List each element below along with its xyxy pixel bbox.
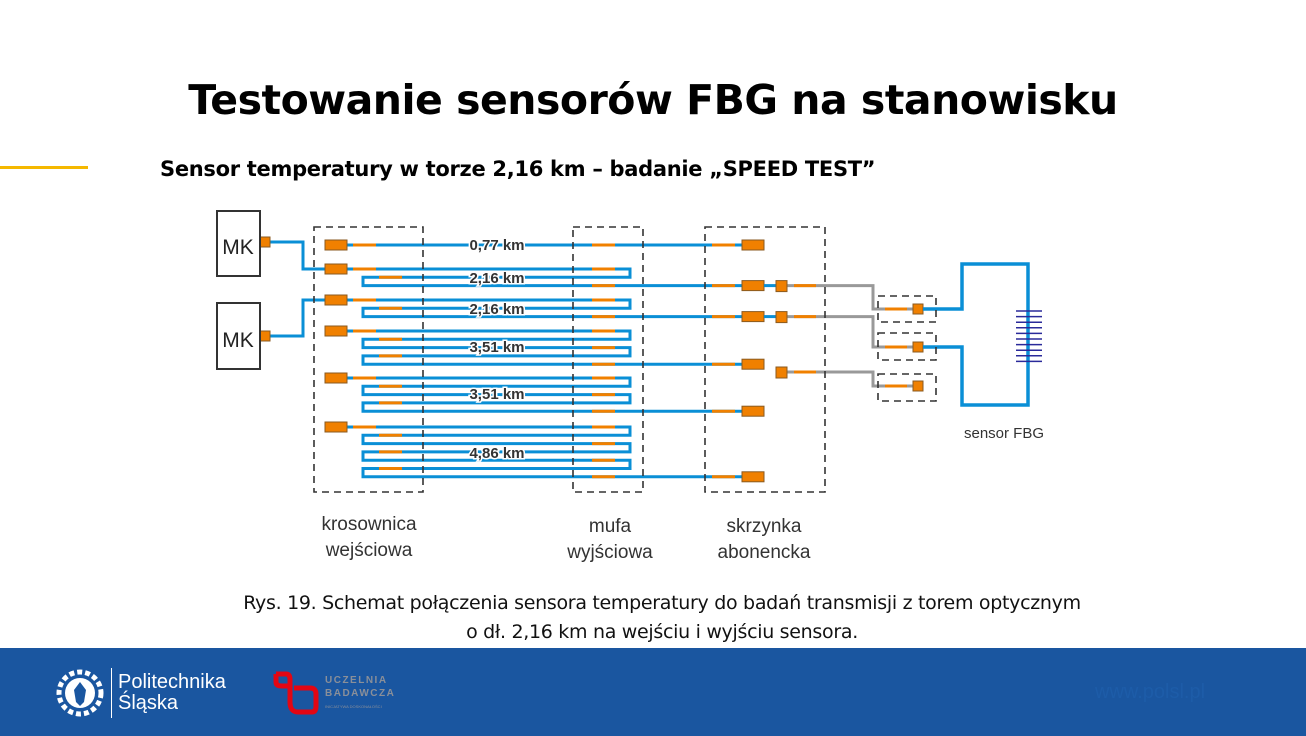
mk-box xyxy=(216,302,261,370)
krosownica-label: krosownica xyxy=(321,514,416,535)
fiber-route xyxy=(347,267,742,288)
output-connector xyxy=(741,358,765,370)
website-link[interactable]: www.polsl.pl xyxy=(1095,681,1206,703)
fiber-mk1 xyxy=(270,240,325,271)
adapter-connector xyxy=(912,341,924,353)
patch-connector xyxy=(775,280,788,293)
output-connector xyxy=(741,471,765,483)
patch-connector xyxy=(775,366,788,379)
krosownica-label: wejściowa xyxy=(325,540,413,561)
fiber-route xyxy=(347,425,742,479)
patch-cord xyxy=(787,284,913,311)
input-connector xyxy=(324,294,348,306)
krosownica-box xyxy=(313,226,424,493)
adapter-box xyxy=(877,332,937,361)
patch-cord xyxy=(787,315,913,349)
output-connector xyxy=(741,280,765,292)
sensor-fiber-loop xyxy=(923,262,1030,407)
logo-line: BADAWCZA xyxy=(325,688,396,699)
university-emblem-icon xyxy=(56,669,104,717)
mufa-label: wyjściowa xyxy=(566,542,653,563)
adapter-box xyxy=(877,373,937,402)
logo-line: Śląska xyxy=(118,692,179,714)
fiber-route xyxy=(347,298,742,319)
footer: Politechnika Śląska UCZELNIA BADAWCZA IN… xyxy=(0,648,1306,736)
slide-subtitle: Sensor temperatury w torze 2,16 km – bad… xyxy=(160,157,876,181)
mk-connector xyxy=(259,330,271,342)
skrzynka-label: abonencka xyxy=(718,542,811,563)
research-university-text: UCZELNIA BADAWCZA INICJATYWA DOSKONAŁOŚC… xyxy=(325,674,395,713)
connection-diagram: MK MK 0,77 km 2,16 km 2,16 km 3,51 km 3,51 k… xyxy=(216,210,1044,563)
route-length-label: 0,77 km xyxy=(469,237,524,254)
adapter-connector xyxy=(912,380,924,392)
route-length-label: 2,16 km xyxy=(469,301,524,318)
adapter-connector xyxy=(912,303,924,315)
logo-line: UCZELNIA xyxy=(325,675,388,686)
skrzynka-box xyxy=(704,226,826,493)
mk-label: MK xyxy=(222,236,254,259)
adapter-box xyxy=(877,295,937,323)
route-length-label: 2,16 km xyxy=(469,270,524,287)
mk-connector xyxy=(259,236,271,248)
route-length-label: 4,86 km xyxy=(469,445,524,462)
sensor-label: sensor FBG xyxy=(964,425,1044,442)
fiber-mk2 xyxy=(270,298,325,338)
patch-connector xyxy=(775,311,788,324)
logo-line: INICJATYWA DOSKONAŁOŚCI xyxy=(325,704,382,709)
logo-line: Politechnika xyxy=(118,671,226,693)
divider xyxy=(111,668,112,718)
input-connector xyxy=(324,421,348,433)
mufa-label: mufa xyxy=(589,516,632,537)
figure-caption: o dł. 2,16 km na wejściu i wyjściu senso… xyxy=(466,621,858,643)
output-connector xyxy=(741,311,765,323)
fiber-route xyxy=(347,376,742,413)
output-connector xyxy=(741,239,765,251)
route-length-label: 3,51 km xyxy=(469,339,524,356)
research-university-logo-icon xyxy=(273,671,319,715)
mk-box xyxy=(216,210,261,277)
input-connector xyxy=(324,325,348,337)
skrzynka-label: skrzynka xyxy=(727,516,802,537)
output-connector xyxy=(741,405,765,417)
fiber-route xyxy=(347,329,742,366)
input-connector xyxy=(324,372,348,384)
slide-title: Testowanie sensorów FBG na stanowisku xyxy=(188,76,1118,124)
route-length-label: 3,51 km xyxy=(469,386,524,403)
input-connector xyxy=(324,263,348,275)
fiber-layer xyxy=(259,236,1042,483)
polsl-logo-text: Politechnika Śląska xyxy=(118,672,226,714)
accent-line xyxy=(0,166,88,169)
input-connector xyxy=(324,239,348,251)
mk-label: MK xyxy=(222,329,254,352)
figure-caption: Rys. 19. Schemat połączenia sensora temp… xyxy=(243,592,1081,614)
